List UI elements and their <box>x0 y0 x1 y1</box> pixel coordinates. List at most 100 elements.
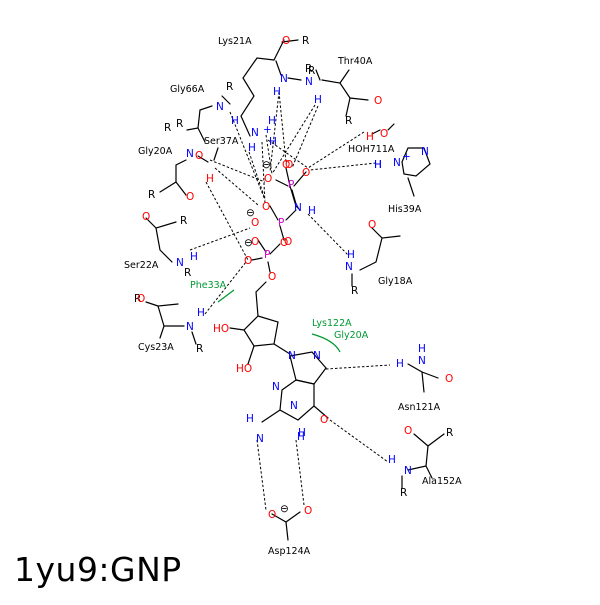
atom-label-n: H <box>374 159 382 171</box>
atom-label-o: O <box>262 201 270 213</box>
atom-label-o: O <box>380 128 388 140</box>
negative-charge-icon: ⊖ <box>246 207 255 219</box>
bond <box>359 235 401 271</box>
atom-label-n: H <box>197 307 205 319</box>
atom-label-n: N <box>251 127 259 139</box>
atom-label-o: O <box>368 219 376 231</box>
bond <box>159 159 187 193</box>
atom-label-o: HO <box>213 323 229 335</box>
hydrophobic-label-gly20: Gly20A <box>334 330 369 341</box>
negative-charge-icon: ⊖ <box>244 237 253 249</box>
atom-label-o: O <box>282 159 290 171</box>
atom-label-n: H <box>298 427 306 439</box>
atom-label-n: N <box>216 101 224 113</box>
bond <box>240 57 275 137</box>
hbond-line <box>307 131 365 169</box>
hbond-line <box>204 261 247 315</box>
bond <box>285 209 297 221</box>
atom-label-c: R <box>134 293 141 305</box>
residue-label-asn121: Asn121A <box>398 402 441 413</box>
atom-label-c: R <box>176 118 183 130</box>
bond <box>407 177 415 197</box>
hbond-line <box>256 439 267 511</box>
atom-label-c: R <box>302 35 309 47</box>
atom-label-c: R <box>180 215 187 227</box>
bond <box>279 225 285 241</box>
hbond-line <box>325 364 391 370</box>
hbond-line <box>271 104 316 175</box>
bond <box>321 79 369 101</box>
page-title: 1yu9:GNP <box>14 550 182 589</box>
atom-label-n: H <box>269 136 277 148</box>
residue-label-gly66: Gly66A <box>170 84 205 95</box>
atom-label-n: N <box>290 400 298 412</box>
atom-label-o: O <box>302 167 310 179</box>
bond <box>413 433 429 447</box>
hbond-line <box>291 105 319 169</box>
atom-label-n: H <box>297 431 305 443</box>
bond <box>387 123 395 131</box>
hbond-line <box>329 419 389 463</box>
atom-label-o: O <box>251 236 259 248</box>
bond <box>255 291 259 317</box>
atom-label-n: N <box>186 148 194 160</box>
residue-label-asp124: Asp124A <box>268 546 311 557</box>
atom-label-n: N <box>294 202 302 214</box>
residue-label-gly20: Gly20A <box>138 146 173 157</box>
atom-label-n: N <box>256 433 264 445</box>
bond <box>251 257 263 261</box>
atom-label-c: R <box>345 115 352 127</box>
bond <box>159 325 165 339</box>
atom-label-n: H <box>190 251 198 263</box>
hydrophobic-label-phe33: Phe33A <box>190 280 227 291</box>
charge-markers: ⊖ ⊖ ⊖ ⊖ <box>244 159 289 515</box>
residue-label-his39: His39A <box>388 204 422 215</box>
atom-label-o: O <box>304 505 312 517</box>
hbond-line <box>295 439 305 506</box>
bond <box>275 60 282 76</box>
atom-label-n: + <box>402 151 411 163</box>
atom-label-n: H <box>246 413 254 425</box>
bond <box>186 105 213 131</box>
bond <box>145 217 157 229</box>
bond <box>371 227 383 239</box>
bonds <box>145 39 445 541</box>
bond <box>267 261 271 273</box>
atom-label-n: N <box>393 157 401 169</box>
bond <box>285 167 301 211</box>
residue-label-cys23: Cys23A <box>138 342 174 353</box>
atom-label-c: R <box>164 122 171 134</box>
bond <box>157 303 185 327</box>
atom-label-o: O <box>251 217 259 229</box>
bond <box>315 69 321 81</box>
residue-label-thr40: Thr40A <box>337 56 373 67</box>
atom-label-n: H <box>308 205 316 217</box>
bond <box>293 171 307 187</box>
bond <box>407 433 445 471</box>
bond <box>401 147 431 177</box>
bond <box>257 239 267 253</box>
atom-label-o: O <box>320 414 328 426</box>
hbond-line <box>205 181 249 261</box>
bond <box>275 179 289 187</box>
bond <box>247 345 255 365</box>
atom-label-n: H <box>396 358 404 370</box>
bond <box>425 465 433 479</box>
atom-label-n: H <box>248 142 256 154</box>
hbond-line <box>307 213 350 257</box>
bond <box>281 39 299 43</box>
bond <box>273 39 285 61</box>
atom-label-o: O <box>280 237 288 249</box>
residue-label-ser37: Ser37A <box>204 136 239 147</box>
atom-label-n: H <box>374 159 382 171</box>
atom-label-n: N <box>288 350 296 362</box>
atom-label-n: H <box>273 86 281 98</box>
atom-label-o: O <box>195 150 203 162</box>
atom-label-p: P <box>278 217 284 229</box>
atom-label-p: P <box>264 249 270 261</box>
atom-label-n: N <box>313 350 321 362</box>
atom-label-n: N <box>418 355 426 367</box>
bond <box>197 155 209 163</box>
atom-label-n: N <box>421 146 429 158</box>
atom-label-n: H <box>388 454 396 466</box>
